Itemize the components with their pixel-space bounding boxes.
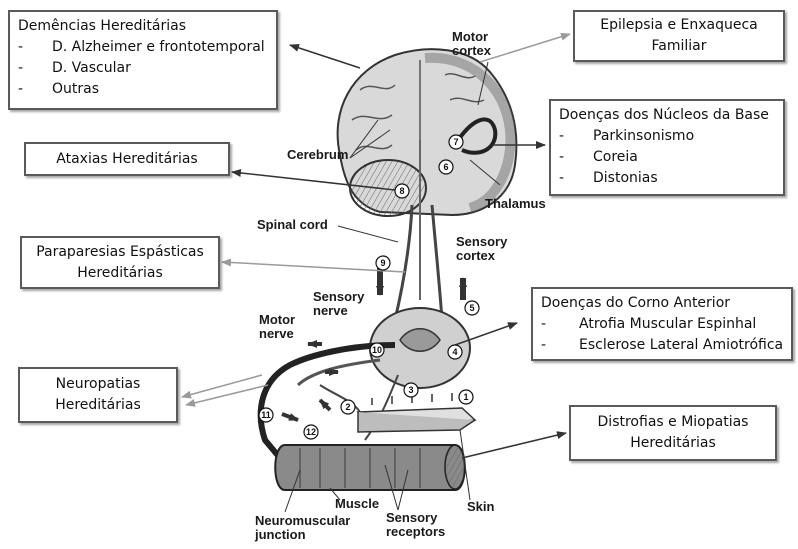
box-dementias-title: Demências Hereditárias (18, 16, 268, 37)
box-dystrophies: Distrofias e Miopatias Hereditárias (569, 405, 777, 461)
box-paraparesis-line1: Paraparesias Espásticas (30, 242, 210, 263)
svg-text:2: 2 (345, 402, 350, 412)
label-thalamus: Thalamus (485, 196, 546, 211)
label-sensory-nerve-line2: nerve (313, 303, 348, 318)
list-item: Distonias (559, 168, 775, 189)
label-muscle: Muscle (335, 496, 379, 511)
box-neuropathies-line1: Neuropatias (28, 374, 168, 395)
pathway-number-12: 12 (304, 425, 318, 439)
list-item: Atrofia Muscular Espinhal (541, 314, 783, 335)
list-item: D. Vascular (18, 58, 268, 79)
pathway-number-9: 9 (376, 256, 390, 270)
box-dystrophies-line1: Distrofias e Miopatias (579, 412, 767, 433)
svg-text:1: 1 (463, 392, 468, 402)
label-skin: Skin (467, 499, 495, 514)
box-epilepsy-line2: Familiar (583, 36, 775, 57)
label-motor-nerve-line1: Motor (259, 312, 295, 327)
box-anterior-horn-title: Doenças do Corno Anterior (541, 293, 783, 314)
brain (338, 49, 517, 216)
label-sensory-nerve-line1: Sensory (313, 289, 365, 304)
box-anterior-horn: Doenças do Corno Anterior Atrofia Muscul… (531, 287, 793, 361)
box-ataxias: Ataxias Hereditárias (24, 142, 230, 176)
box-dystrophies-line2: Hereditárias (579, 433, 767, 454)
label-neuromuscular-junction-line1: Neuromuscular (255, 513, 350, 528)
box-ataxias-text: Ataxias Hereditárias (34, 149, 220, 170)
list-item: Outras (18, 79, 268, 100)
svg-text:7: 7 (453, 137, 458, 147)
svg-text:4: 4 (452, 347, 457, 357)
label-spinal-cord: Spinal cord (257, 217, 328, 232)
box-basal-ganglia: Doenças dos Núcleos da Base Parkinsonism… (549, 99, 785, 196)
label-sensory-receptors-line2: receptors (386, 524, 445, 539)
muscle (275, 445, 465, 490)
svg-text:10: 10 (372, 345, 382, 355)
svg-text:11: 11 (261, 410, 271, 420)
box-epilepsy: Epilepsia e Enxaqueca Familiar (573, 10, 785, 62)
pathway-number-3: 3 (404, 383, 418, 397)
box-anterior-horn-list: Atrofia Muscular Espinhal Esclerose Late… (541, 314, 783, 356)
svg-text:8: 8 (399, 186, 404, 196)
list-item: Parkinsonismo (559, 126, 775, 147)
svg-text:9: 9 (380, 258, 385, 268)
box-dementias: Demências Hereditárias D. Alzheimer e fr… (8, 10, 278, 110)
label-motor-cortex-line2: cortex (452, 43, 492, 58)
box-basal-ganglia-list: Parkinsonismo Coreia Distonias (559, 126, 775, 189)
svg-text:6: 6 (443, 162, 448, 172)
pathway-number-7: 7 (449, 135, 463, 149)
box-epilepsy-line1: Epilepsia e Enxaqueca (583, 15, 775, 36)
label-motor-nerve-line2: nerve (259, 326, 294, 341)
label-sensory-cortex-line2: cortex (456, 248, 496, 263)
pathway-number-4: 4 (448, 345, 462, 359)
box-dementias-list: D. Alzheimer e frontotemporal D. Vascula… (18, 37, 268, 100)
svg-text:5: 5 (469, 303, 474, 313)
box-paraparesis: Paraparesias Espásticas Hereditárias (20, 236, 220, 289)
box-neuropathies: Neuropatias Hereditárias (18, 367, 178, 423)
label-neuromuscular-junction-line2: junction (254, 527, 306, 542)
box-paraparesis-line2: Hereditárias (30, 263, 210, 284)
label-cerebrum: Cerebrum (287, 147, 348, 162)
pathway-number-1: 1 (459, 390, 473, 404)
skin-block (358, 393, 475, 432)
label-motor-cortex-line1: Motor (452, 29, 488, 44)
label-sensory-receptors-line1: Sensory (386, 510, 438, 525)
list-item: Coreia (559, 147, 775, 168)
box-basal-ganglia-title: Doenças dos Núcleos da Base (559, 105, 775, 126)
pathway-number-11: 11 (259, 408, 273, 422)
list-item: Esclerose Lateral Amiotrófica (541, 335, 783, 356)
pathway-number-2: 2 (341, 400, 355, 414)
pathway-number-10: 10 (370, 343, 384, 357)
svg-text:3: 3 (408, 385, 413, 395)
svg-text:12: 12 (306, 427, 316, 437)
pathway-number-8: 8 (395, 184, 409, 198)
pathway-number-5: 5 (465, 301, 479, 315)
pathway-number-6: 6 (439, 160, 453, 174)
box-neuropathies-line2: Hereditárias (28, 395, 168, 416)
list-item: D. Alzheimer e frontotemporal (18, 37, 268, 58)
label-sensory-cortex-line1: Sensory (456, 234, 508, 249)
